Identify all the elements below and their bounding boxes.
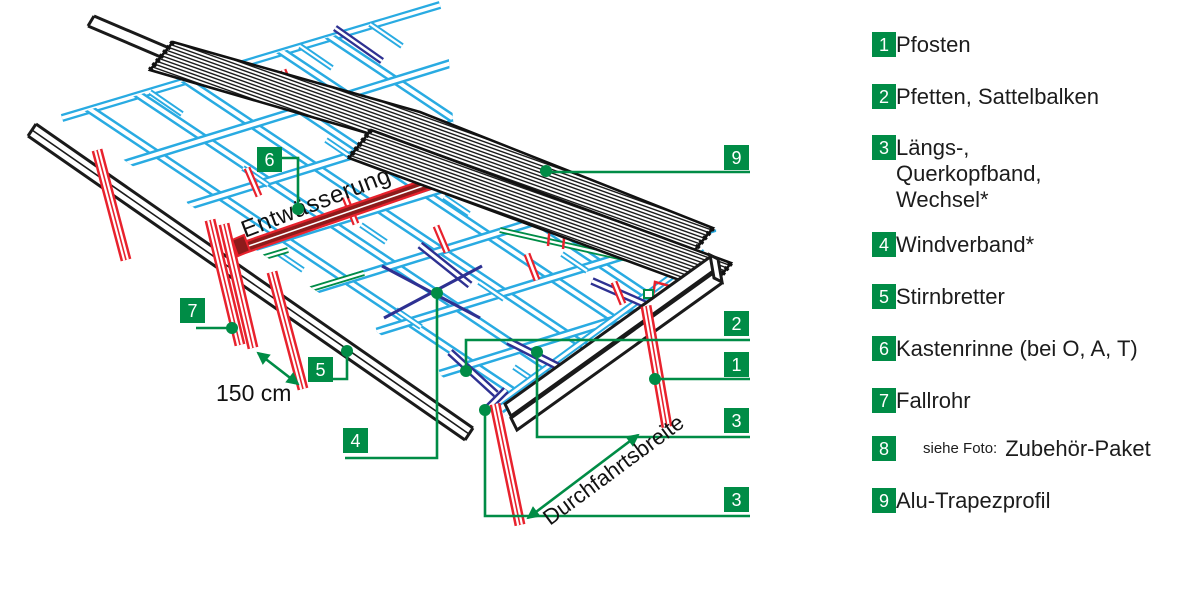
legend-number: 7 [872, 388, 896, 413]
legend-item-stirnbretter: 5 Stirnbretter [872, 284, 1005, 309]
legend-number: 1 [872, 32, 896, 57]
legend-label: Alu-Trapezprofil [896, 488, 1051, 513]
part-marker-3a: 3 [724, 408, 749, 433]
legend-number: 9 [872, 488, 896, 513]
legend-number: 2 [872, 84, 896, 109]
legend-label: Zubehör-Paket [1005, 436, 1151, 461]
legend-item-zubehoer: 8 siehe Foto: Zubehör-Paket [872, 436, 1151, 461]
legend-label: Pfetten, Sattelbalken [896, 84, 1100, 109]
legend-number: 4 [872, 232, 896, 257]
legend-item-fallrohr: 7 Fallrohr [872, 388, 971, 413]
legend-label: Pfosten [896, 32, 971, 57]
annotation-lines [196, 156, 750, 520]
part-marker-1: 1 [724, 352, 749, 377]
part-marker-2: 2 [724, 311, 749, 336]
part-marker-5: 5 [308, 357, 333, 382]
part-marker-4: 4 [343, 428, 368, 453]
legend-item-windverband: 4 Windverband* [872, 232, 1034, 257]
legend-item-pfetten: 2 Pfetten, Sattelbalken [872, 84, 1099, 109]
annotation-dots [226, 165, 661, 416]
legend-label: Kastenrinne (bei O, A, T) [896, 336, 1138, 361]
legend-prefix: siehe Foto: [923, 440, 998, 457]
legend-item-kopfband: 3 Längs-, Querkopfband, Wechsel* [872, 135, 1042, 213]
drive-width-label: Durchfahrtsbreite [538, 410, 689, 530]
part-marker-9: 9 [724, 145, 749, 170]
legend-label: Längs-, Querkopfband, Wechsel* [896, 135, 1042, 212]
legend-number: 3 [872, 135, 896, 160]
post-spacing-label: 150 cm [216, 380, 291, 406]
legend-label: Stirnbretter [896, 284, 1005, 309]
part-marker-3b: 3 [724, 487, 749, 512]
legend-item-kastenrinne: 6 Kastenrinne (bei O, A, T) [872, 336, 1138, 361]
legend-item-pfosten: 1 Pfosten [872, 32, 971, 57]
legend-number: 5 [872, 284, 896, 309]
part-marker-7: 7 [180, 298, 205, 323]
legend-label: Windverband* [896, 232, 1035, 257]
part-marker-6: 6 [257, 147, 282, 172]
legend-number: 6 [872, 336, 896, 361]
legend-item-trapezprofil: 9 Alu-Trapezprofil [872, 488, 1050, 513]
legend-label: Fallrohr [896, 388, 971, 413]
posts [91, 148, 673, 527]
legend-number: 8 [872, 436, 896, 461]
